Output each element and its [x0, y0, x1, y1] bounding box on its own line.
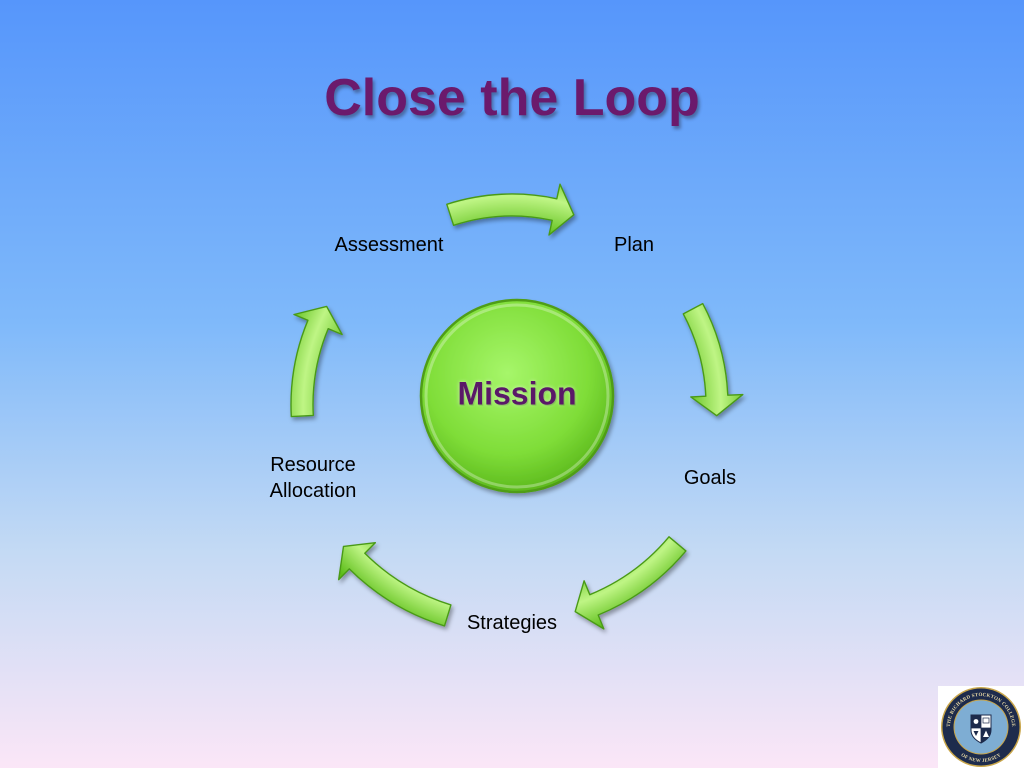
mission-label: Mission: [457, 375, 577, 412]
node-resource-allocation: Resource Allocation: [270, 452, 357, 504]
mission-circle: [419, 298, 615, 494]
arrow-plan-to-goals: [682, 302, 744, 417]
node-strategies: Strategies: [466, 612, 558, 634]
arrow-resource-allocation-to-assessment: [290, 305, 343, 418]
arrow-shape: [446, 183, 575, 236]
node-resource-allocation-line-1: Resource: [270, 454, 356, 476]
arrow-shape: [574, 536, 687, 630]
arrow-goals-to-strategies: [574, 536, 687, 630]
college-seal-logo: THE RICHARD STOCKTON COLLEGE OF NEW JERS…: [938, 686, 1024, 768]
arrow-shape: [338, 542, 452, 627]
arrow-assessment-to-plan: [446, 183, 575, 236]
college-seal: THE RICHARD STOCKTON COLLEGE OF NEW JERS…: [938, 686, 1024, 768]
node-assessment: Assessment: [334, 234, 444, 256]
node-goals: Goals: [683, 467, 737, 489]
cycle-arrows: [290, 183, 744, 630]
mission-circle-bevel: [424, 303, 610, 489]
mission-circle-body: [419, 298, 615, 494]
node-plan: Plan: [613, 234, 655, 256]
slide-title: Close the Loop: [324, 69, 700, 127]
node-resource-allocation-line-2: Allocation: [269, 480, 357, 502]
arrow-strategies-to-resource-allocation: [338, 542, 452, 627]
seal-shield-icon: [970, 714, 992, 744]
arrow-shape: [682, 302, 744, 417]
arrow-shape: [290, 305, 343, 418]
